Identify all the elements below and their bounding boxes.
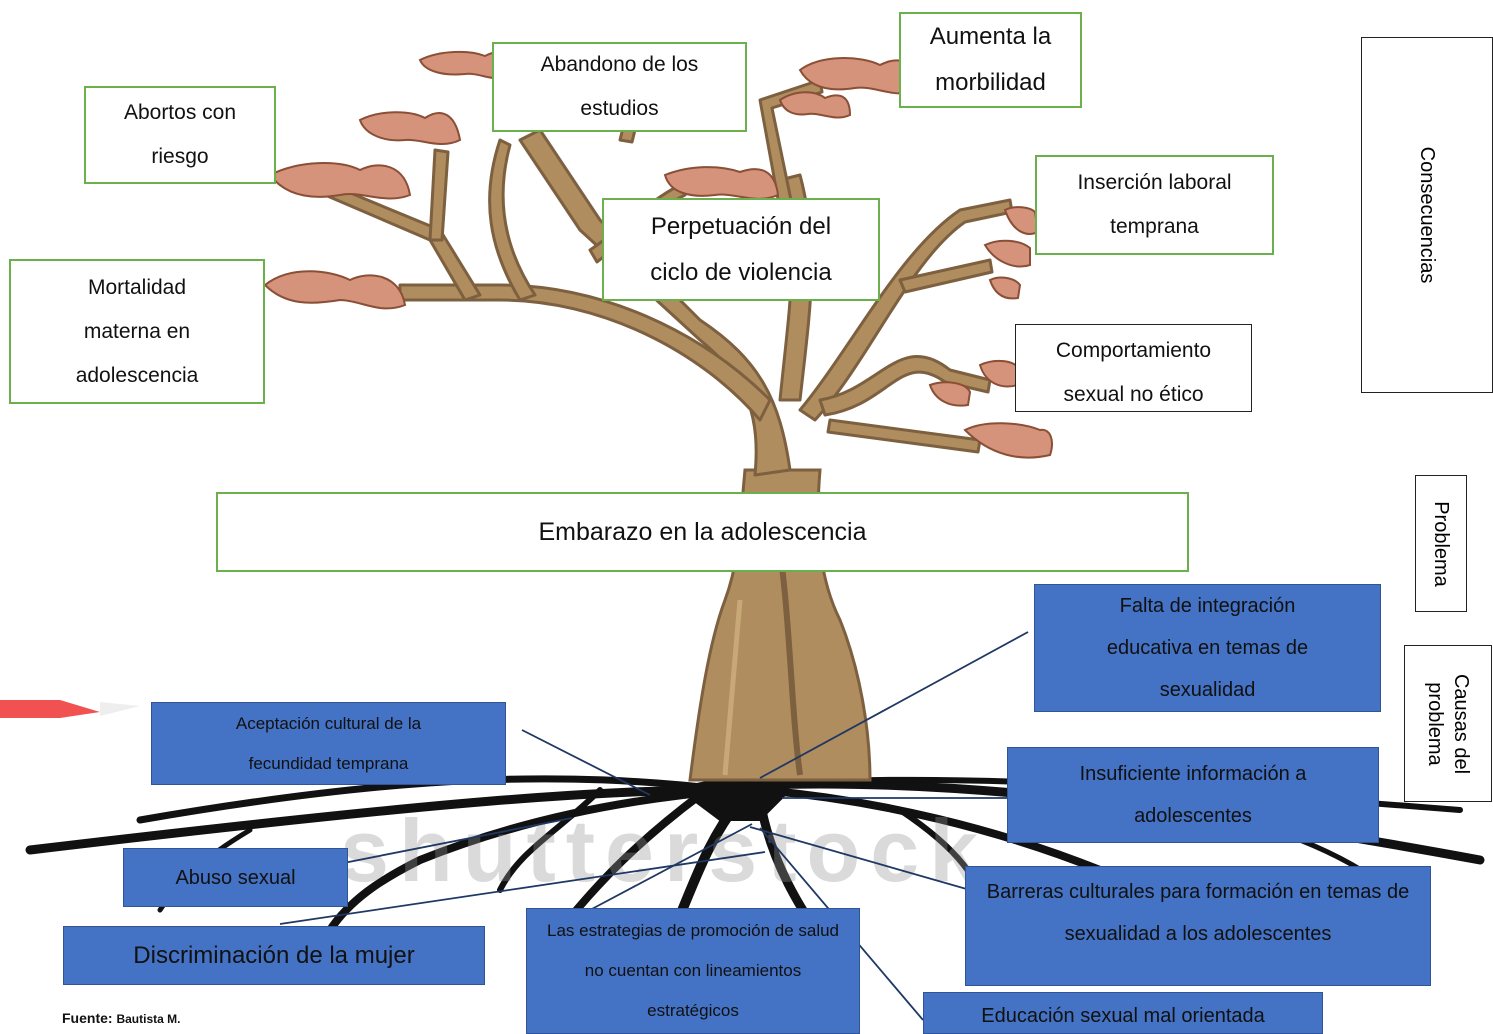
consequence-violencia-label: Perpetuación del ciclo de violencia bbox=[650, 212, 832, 286]
cause-aceptacion-label: Aceptación cultural de la fecundidad tem… bbox=[235, 713, 422, 773]
consequence-mortalidad: Mortalidad materna en adolescencia bbox=[9, 259, 265, 404]
cause-estrategias-label: Las estrategias de promoción de salud no… bbox=[547, 921, 840, 1020]
side-label-causas-text: Causas del problema bbox=[1424, 673, 1472, 774]
source-note: Fuente: Bautista M. bbox=[62, 1010, 180, 1026]
cause-informacion-label: Insuficiente información a adolescentes bbox=[1079, 763, 1307, 827]
side-label-consecuencias: Consecuencias bbox=[1361, 37, 1493, 393]
side-label-problema: Problema bbox=[1415, 475, 1467, 612]
cause-aceptacion: Aceptación cultural de la fecundidad tem… bbox=[151, 702, 506, 785]
cause-educacion-label: Educación sexual mal orientada bbox=[981, 1005, 1265, 1027]
consequence-abortos-label: Abortos con riesgo bbox=[123, 101, 237, 168]
consequence-abortos: Abortos con riesgo bbox=[84, 86, 276, 184]
watermark-arrow bbox=[0, 700, 140, 718]
consequence-insercion-label: Inserción laboral temprana bbox=[1077, 171, 1232, 238]
cause-abuso: Abuso sexual bbox=[123, 848, 348, 907]
cause-discriminacion-label: Discriminación de la mujer bbox=[133, 941, 415, 969]
consequence-comportamiento: Comportamiento sexual no ético bbox=[1015, 324, 1252, 412]
consequence-morbilidad-label: Aumenta la morbilidad bbox=[929, 23, 1052, 96]
source-author: Bautista M. bbox=[116, 1012, 181, 1026]
side-label-causas: Causas del problema bbox=[1404, 645, 1492, 802]
consequence-violencia: Perpetuación del ciclo de violencia bbox=[602, 198, 880, 301]
consequence-insercion: Inserción laboral temprana bbox=[1035, 155, 1274, 255]
consequence-mortalidad-label: Mortalidad materna en adolescencia bbox=[75, 275, 199, 387]
side-label-problema-text: Problema bbox=[1430, 500, 1452, 587]
cause-informacion: Insuficiente información a adolescentes bbox=[1007, 747, 1379, 843]
cause-integracion-label: Falta de integración educativa en temas … bbox=[1106, 595, 1309, 701]
cause-integracion: Falta de integración educativa en temas … bbox=[1034, 584, 1381, 712]
cause-discriminacion: Discriminación de la mujer bbox=[63, 926, 485, 985]
source-label: Fuente: bbox=[62, 1010, 113, 1026]
consequence-abandono: Abandono de los estudios bbox=[492, 42, 747, 132]
cause-barreras-label: Barreras culturales para formación en te… bbox=[986, 881, 1410, 945]
problem-box: Embarazo en la adolescencia bbox=[216, 492, 1189, 572]
cause-educacion: Educación sexual mal orientada bbox=[923, 992, 1323, 1034]
cause-barreras: Barreras culturales para formación en te… bbox=[965, 866, 1431, 986]
consequence-comportamiento-label: Comportamiento sexual no ético bbox=[1055, 339, 1212, 406]
consequence-morbilidad: Aumenta la morbilidad bbox=[899, 12, 1082, 108]
consequence-abandono-label: Abandono de los estudios bbox=[540, 53, 699, 120]
watermark: shutterstock bbox=[340, 801, 989, 900]
cause-abuso-label: Abuso sexual bbox=[175, 866, 296, 889]
side-label-consecuencias-text: Consecuencias bbox=[1416, 146, 1438, 284]
problem-label: Embarazo en la adolescencia bbox=[538, 517, 867, 546]
cause-estrategias: Las estrategias de promoción de salud no… bbox=[526, 908, 860, 1034]
